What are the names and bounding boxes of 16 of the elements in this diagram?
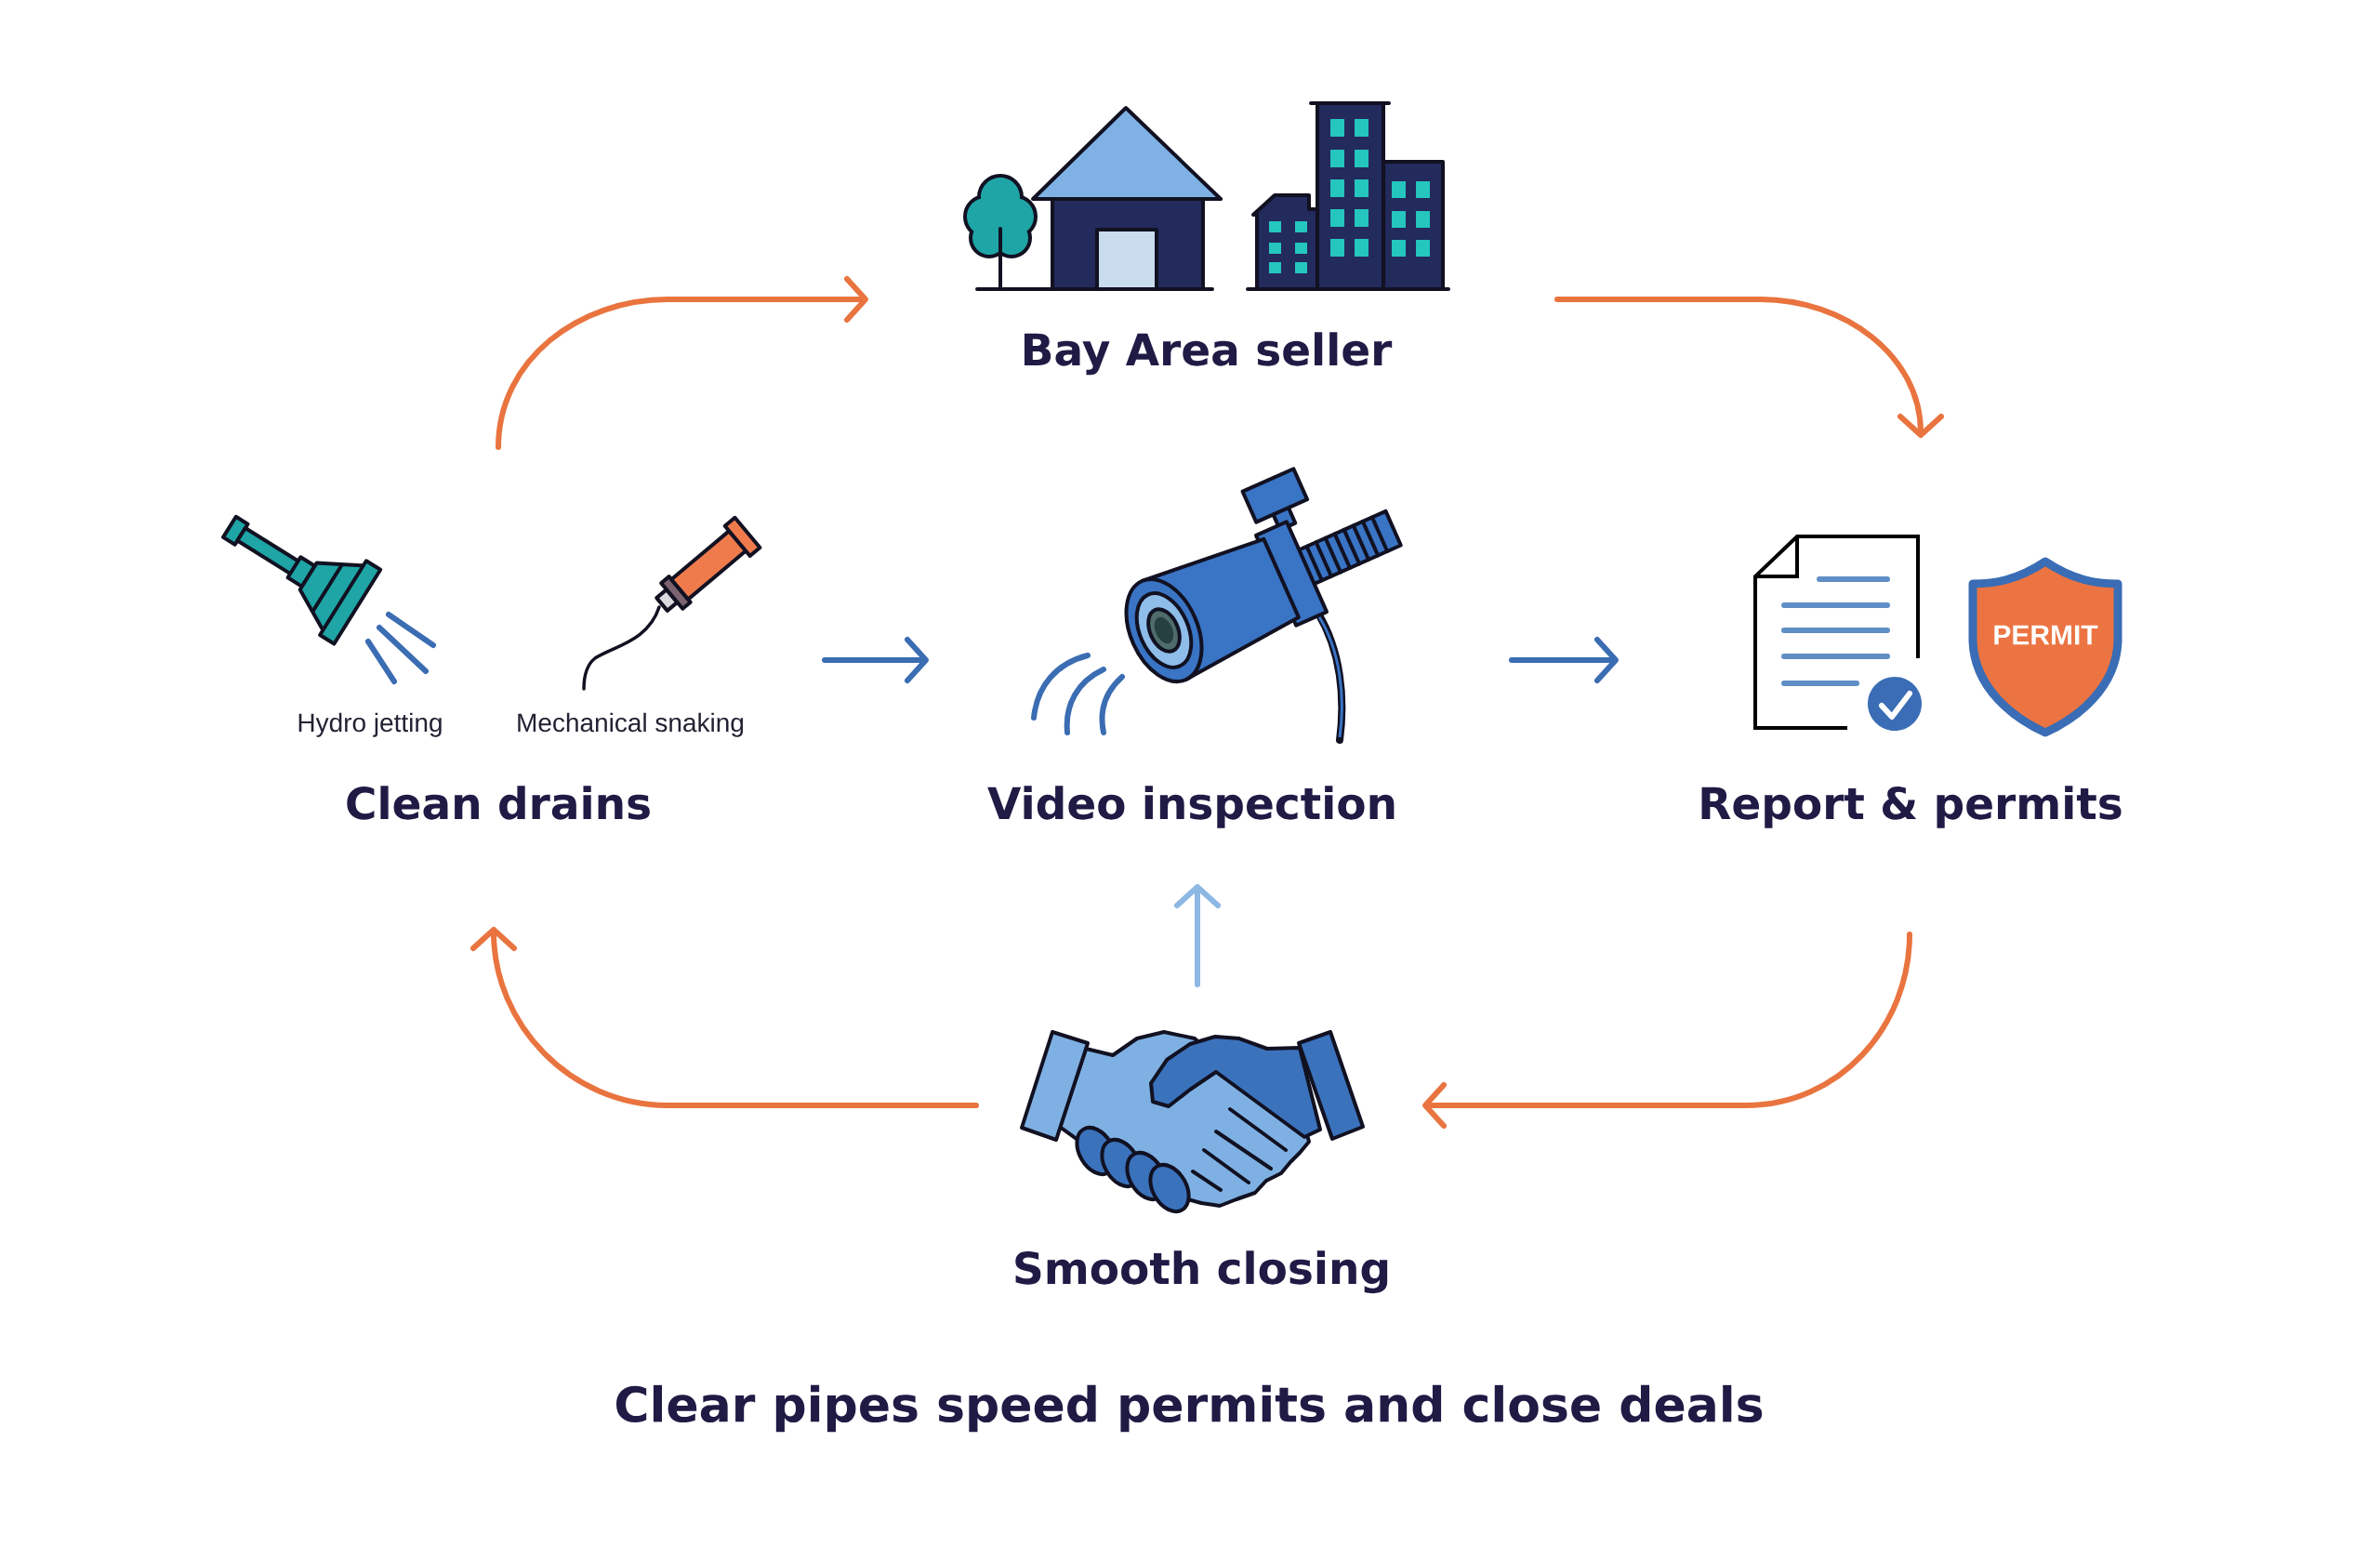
step-label: Clean drains [347,786,650,820]
step-label: Report & permits [1701,786,2122,828]
arrow [1422,932,1912,1129]
arrow [822,637,929,683]
permit-shield: PERMIT [1968,557,2122,737]
step-label: Smooth closing [1015,1250,1388,1294]
arrow [1174,884,1221,987]
caption: Clear pipes speed permits and close deals [615,1384,1763,1433]
step-label: Video inspection [987,786,1395,828]
tool-label: Mechanical snaking [518,712,744,737]
tool-label: Hydro jetting [298,712,442,737]
arrow [1554,297,1944,438]
arrow [470,927,979,1108]
step-label: Bay Area seller [1024,332,1393,376]
arrow [1509,637,1619,683]
arrow [496,276,868,450]
